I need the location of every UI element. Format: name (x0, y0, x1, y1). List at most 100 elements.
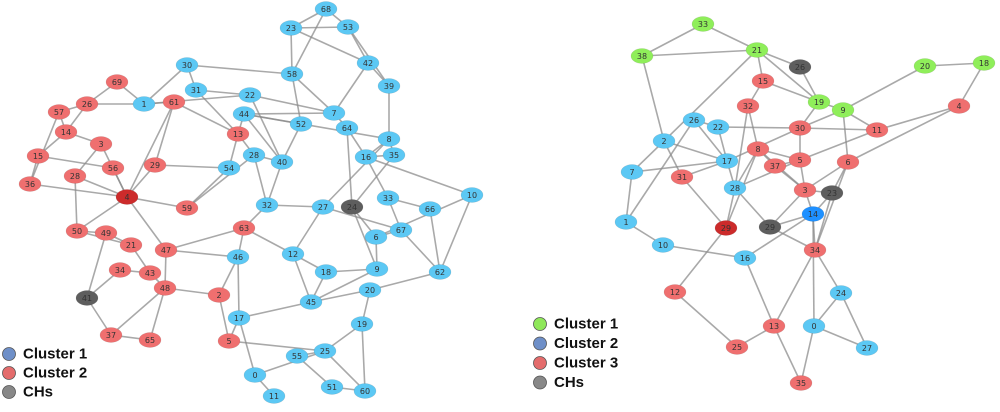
node-circle (175, 200, 199, 216)
node-circle (758, 219, 782, 235)
node-circle (314, 264, 338, 280)
node-label: 19 (357, 320, 367, 329)
right-node-33: 33 (691, 16, 715, 32)
left-node-62: 62 (428, 264, 452, 280)
network-edge (365, 156, 473, 196)
node-label: 41 (82, 294, 92, 303)
node-label: 14 (808, 210, 818, 219)
legend-swatch (533, 336, 547, 351)
node-circle (335, 120, 359, 136)
node-label: 47 (161, 246, 171, 255)
network-edge (840, 292, 868, 349)
left-node-7: 7 (322, 105, 346, 121)
network-edge (186, 154, 255, 209)
network-edge (641, 55, 665, 142)
network-edge (734, 159, 801, 189)
left-node-2: 2 (207, 287, 231, 303)
right-node-21: 21 (745, 42, 769, 58)
network-edge (126, 196, 167, 251)
network-edge (322, 138, 390, 208)
left-node-8: 8 (377, 131, 401, 147)
node-circle (354, 149, 378, 165)
network-edge (173, 101, 239, 135)
network-edge (292, 206, 324, 255)
left-node-39: 39 (377, 78, 401, 94)
node-label: 66 (425, 205, 435, 214)
node-circle (855, 340, 879, 356)
node-circle (75, 96, 99, 112)
node-circle (232, 106, 256, 122)
left-node-41: 41 (75, 290, 99, 306)
node-circle (299, 294, 323, 310)
network-edge (218, 294, 230, 342)
node-label: 29 (150, 161, 160, 170)
node-circle (226, 126, 250, 142)
node-label: 31 (677, 173, 687, 182)
node-label: 21 (126, 241, 136, 250)
right-node-28: 28 (723, 180, 747, 196)
legend-swatch (2, 366, 16, 380)
left-node-0: 0 (243, 367, 267, 383)
left-node-55: 55 (285, 348, 309, 364)
node-circle (706, 119, 730, 135)
left-node-28: 28 (242, 147, 266, 163)
node-circle (285, 348, 309, 364)
left-node-69: 69 (105, 74, 129, 90)
left-node-3: 3 (89, 136, 113, 152)
left-node-68: 68 (314, 1, 338, 17)
network-edge (625, 171, 633, 223)
left-node-40: 40 (270, 154, 294, 170)
network-edge (812, 213, 815, 327)
network-edge (744, 257, 775, 327)
node-circle (63, 168, 87, 184)
node-circle (255, 197, 279, 213)
left-node-27: 27 (311, 199, 335, 215)
left-node-5: 5 (217, 333, 241, 349)
network-edge (346, 127, 353, 208)
left-node-12: 12 (281, 246, 305, 262)
node-label: 32 (743, 102, 753, 111)
node-label: 24 (347, 203, 357, 212)
node-circle (802, 318, 826, 334)
node-label: 30 (795, 124, 805, 133)
node-label: 21 (752, 46, 762, 55)
node-circle (336, 19, 360, 35)
node-label: 27 (318, 203, 328, 212)
left-node-46: 46 (226, 249, 250, 265)
network-edge (86, 232, 107, 299)
node-label: 67 (396, 226, 406, 235)
network-edge (625, 119, 695, 223)
node-circle (279, 20, 303, 36)
network-edge (29, 183, 128, 198)
network-edge (799, 129, 878, 161)
left-node-58: 58 (280, 66, 304, 82)
node-label: 26 (795, 63, 805, 72)
right-node-26: 26 (682, 112, 706, 128)
network-edge (674, 227, 727, 293)
node-label: 23 (286, 24, 296, 33)
node-label: 62 (435, 268, 445, 277)
left-node-20: 20 (358, 282, 382, 298)
left-node-56: 56 (101, 160, 125, 176)
network-edge (756, 49, 820, 103)
node-label: 68 (321, 5, 331, 14)
left-node-61: 61 (162, 94, 186, 110)
right-node-7: 7 (620, 164, 644, 180)
left-node-30: 30 (175, 57, 199, 73)
network-edge (291, 73, 302, 125)
node-label: 60 (360, 387, 370, 396)
node-circle (143, 157, 167, 173)
node-circle (26, 148, 50, 164)
network-edge (717, 126, 801, 129)
network-edge (847, 105, 960, 163)
node-label: 7 (629, 168, 634, 177)
node-circle (418, 201, 442, 217)
left-node-17: 17 (227, 310, 251, 326)
node-label: 46 (233, 253, 243, 262)
node-label: 25 (732, 343, 742, 352)
network-edge (631, 160, 728, 173)
left-node-52: 52 (289, 116, 313, 132)
network-edge (663, 49, 758, 142)
node-circle (238, 87, 262, 103)
